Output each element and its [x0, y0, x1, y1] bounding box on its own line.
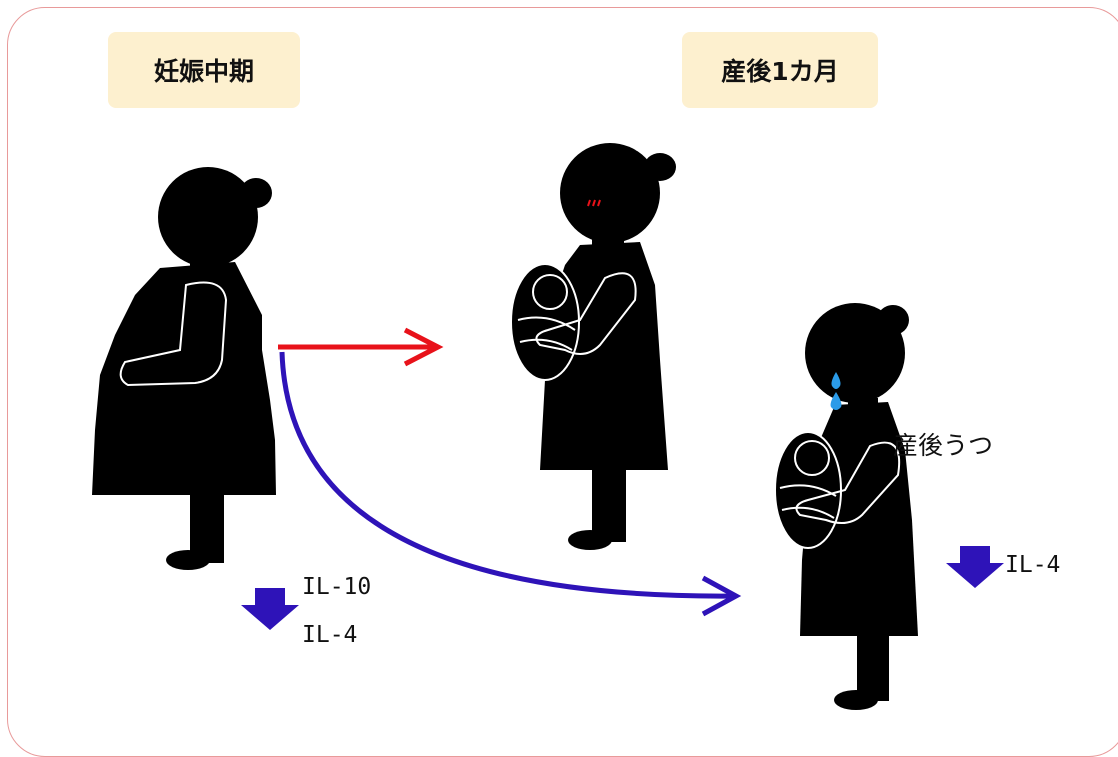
down-arrow-icon — [241, 588, 299, 630]
label-postpartum-1-month: 産後1カ月 — [682, 32, 878, 108]
label-mid-pregnancy: 妊娠中期 — [108, 32, 300, 108]
postpartum-depression-label: 産後うつ — [893, 431, 994, 460]
marker-il4-label-right: IL-4 — [1005, 552, 1061, 578]
pregnant-woman-figure — [92, 167, 276, 570]
blush-icon — [587, 199, 601, 207]
mother-with-baby-figure — [510, 143, 676, 550]
marker-il4-label: IL-4 — [302, 622, 358, 648]
marker-il10-label: IL-10 — [302, 574, 372, 600]
tear-drop-icon — [830, 372, 842, 410]
down-arrow-icon — [946, 546, 1004, 588]
normal-path-arrow — [278, 327, 444, 367]
depression-path-arrow — [279, 351, 742, 617]
depressed-mother-figure — [774, 303, 918, 710]
